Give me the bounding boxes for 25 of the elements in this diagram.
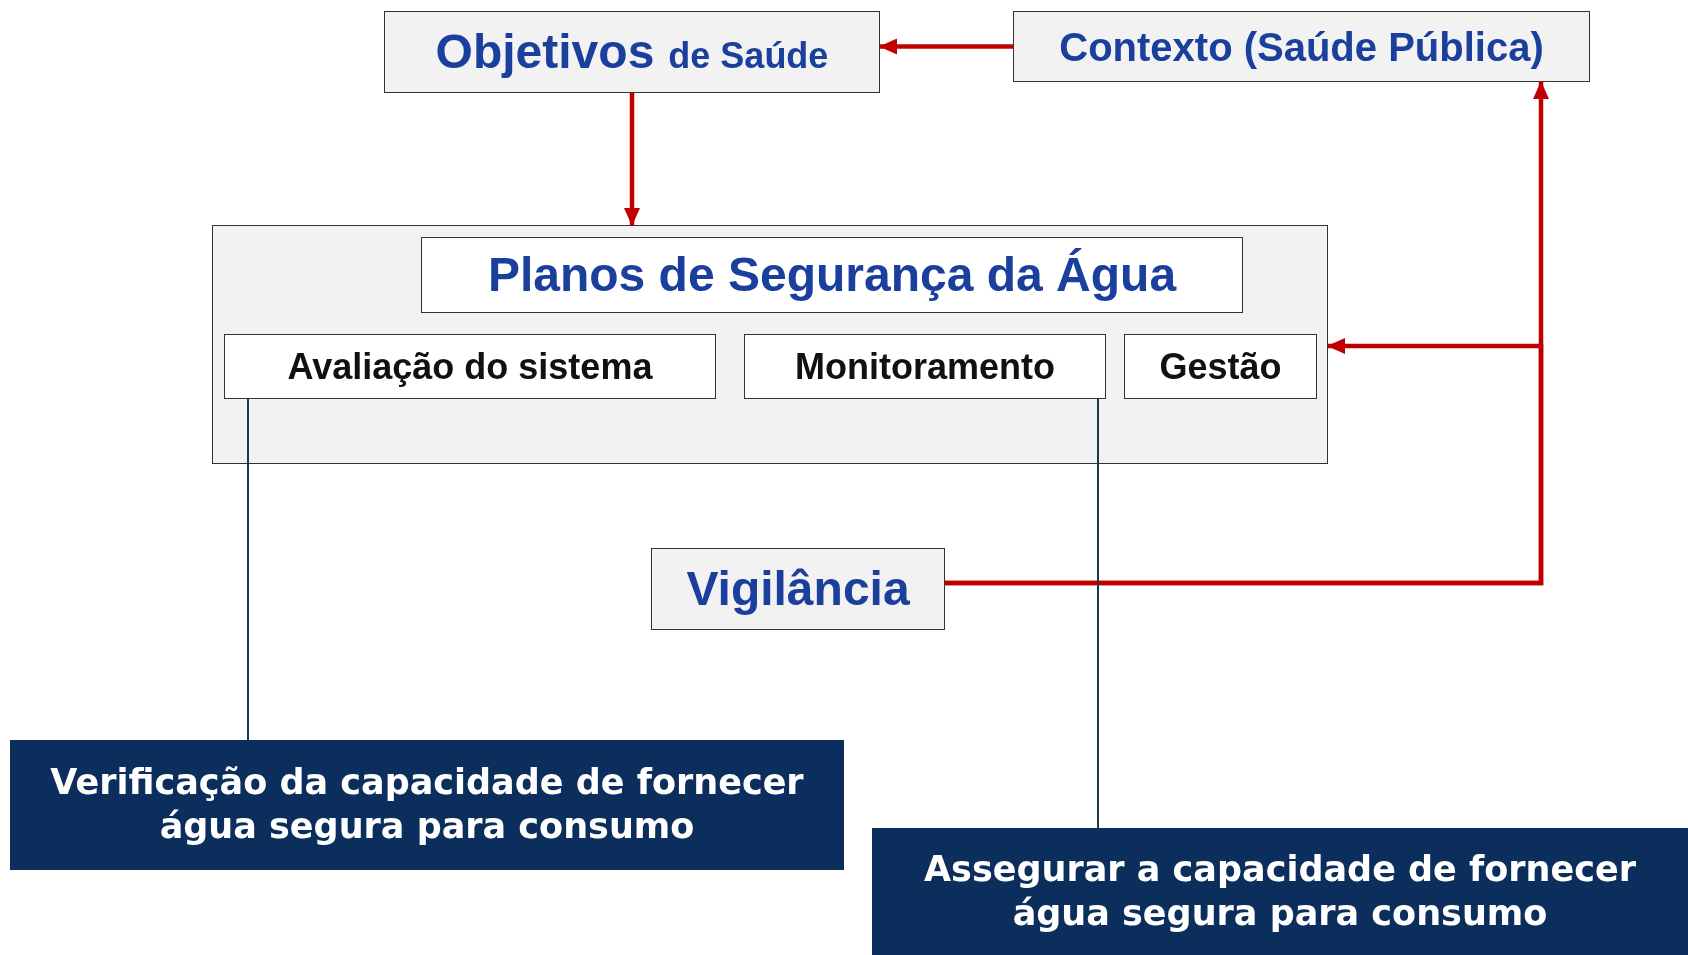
title-box <box>421 237 1243 313</box>
label-text: Contexto (Saúde Pública) <box>1059 23 1544 71</box>
callout-text: Verificação da capacidade de fornecer água segura para consumo <box>50 761 804 848</box>
arrow <box>879 38 1013 55</box>
component-box <box>744 334 1106 399</box>
leader-line <box>1097 397 1099 829</box>
component-box <box>224 334 716 399</box>
arrow <box>624 93 640 226</box>
component-box <box>1124 334 1317 399</box>
label-text: de Saúde <box>668 34 829 78</box>
callout-text: Assegurar a capacidade de fornecer água segura para consumo <box>923 847 1637 935</box>
heading-box <box>651 548 945 630</box>
label-text: Monitoramento <box>795 345 1055 389</box>
label-text: Planos de Segurança da Água <box>487 247 1177 303</box>
panel-box <box>212 225 1328 464</box>
label-text: Avaliação do sistema <box>287 345 653 389</box>
heading-box <box>384 11 880 93</box>
leader-line <box>247 397 249 741</box>
heading-box <box>1013 11 1590 82</box>
label-text: Vigilância <box>686 561 910 617</box>
callout-box <box>10 740 844 870</box>
callout-box <box>872 828 1688 955</box>
label-text: Gestão <box>1159 345 1282 389</box>
arrow <box>945 338 1544 586</box>
label-text: Objetivos <box>435 24 655 80</box>
